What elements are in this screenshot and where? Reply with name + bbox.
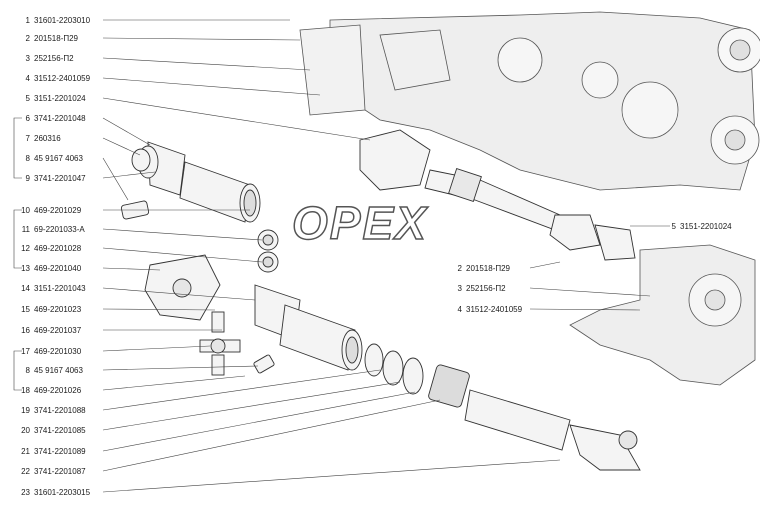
front-propeller-shaft — [137, 129, 636, 261]
flange — [144, 254, 221, 321]
watermark-logo: OPEX — [291, 196, 428, 250]
leader-lines — [13, 19, 670, 493]
universal-joint-cross — [199, 311, 275, 376]
engine-block — [299, 11, 760, 191]
rear-axle-housing — [569, 244, 756, 386]
rear-propeller-shaft — [254, 284, 641, 471]
